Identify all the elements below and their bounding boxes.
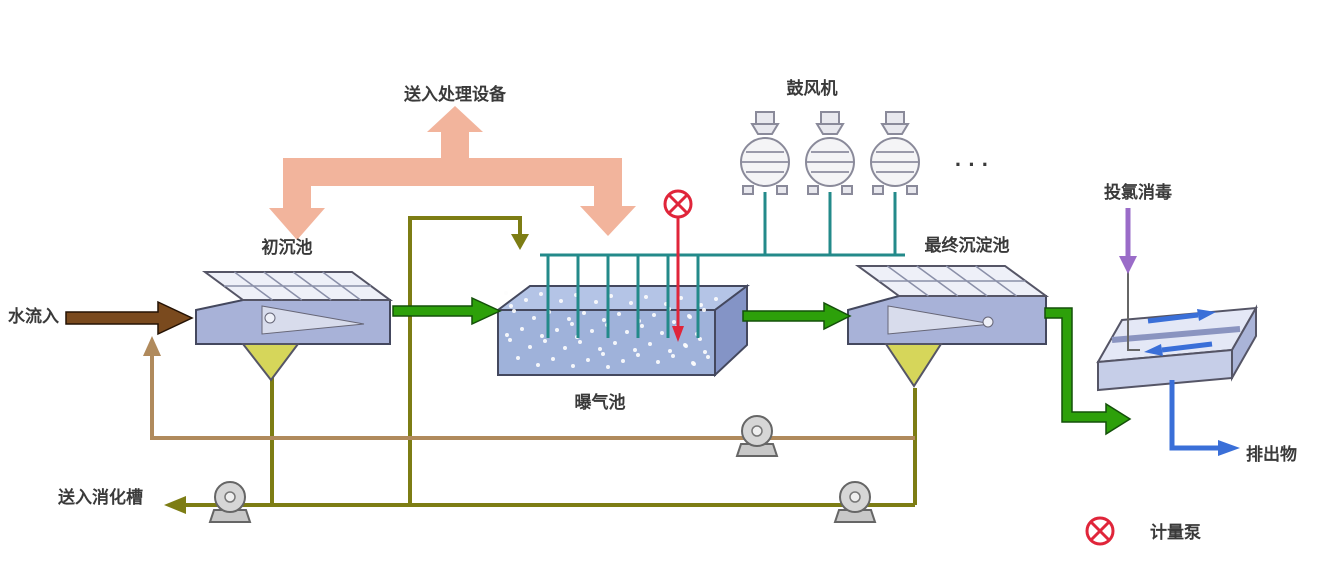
- pumps: [208, 415, 877, 523]
- chlorine-contact-tank: [1096, 272, 1258, 392]
- legend-metering-pump: [1085, 516, 1115, 546]
- influent-arrow: [65, 300, 194, 336]
- primary-scraper-pivot: [264, 312, 276, 324]
- aeration-tank: [495, 284, 750, 378]
- label-inflow: 水流入: [8, 306, 59, 326]
- olive-arrow-into-aeration: [511, 234, 529, 250]
- arrow-final-to-contact: [1044, 307, 1132, 436]
- metering-pump-symbol-top: [663, 189, 693, 219]
- blower-3: [870, 111, 920, 195]
- sludge-lines-olive: [178, 216, 917, 507]
- contact-tank-divider: [1111, 326, 1241, 343]
- aeration-bubbles: [504, 291, 718, 369]
- blower-2: [805, 111, 855, 195]
- flow-arrows-green: [392, 296, 1132, 436]
- olive-arrow-to-digester: [164, 496, 186, 514]
- blowers: [740, 111, 920, 195]
- chlorine-feed-pipe: [1127, 272, 1140, 351]
- arrow-primary-to-aeration: [392, 296, 502, 326]
- label-ellipsis: · · ·: [955, 152, 989, 177]
- chlorination-arrow: [1119, 208, 1137, 274]
- labels: 水流入 初沉池 送入处理设备 鼓风机 · · · 曝气池 最终沉淀池 投氯消毒 …: [8, 78, 1297, 542]
- label-aeration-tank: 曝气池: [575, 392, 626, 412]
- primary-scraper: [261, 305, 365, 335]
- label-to-equipment: 送入处理设备: [404, 84, 507, 104]
- final-scraper: [887, 305, 993, 335]
- return-sludge-line: [150, 352, 915, 440]
- pink-down-arrow-left: [269, 208, 325, 240]
- tan-arrow-to-head: [143, 336, 161, 356]
- metering-feed: [663, 189, 693, 342]
- discharge-arrow: [1169, 380, 1240, 456]
- contact-flow-arrows: [1144, 309, 1216, 356]
- final-scraper-pivot: [982, 316, 994, 328]
- primary-grid-lines: [224, 271, 371, 301]
- label-metering-pump: 计量泵: [1150, 522, 1201, 542]
- pump-excess-sludge: [833, 481, 877, 523]
- label-primary-tank: 初沉池: [262, 237, 313, 257]
- pink-up-arrow-middle: [427, 106, 483, 132]
- metering-pump-symbol-legend: [1085, 516, 1115, 546]
- primary-sedimentation-tank: [195, 271, 394, 382]
- pink-transfer-arrows: [269, 106, 636, 240]
- label-blower: 鼓风机: [787, 78, 838, 98]
- final-sedimentation-tank: [847, 265, 1050, 388]
- label-to-digester: 送入消化槽: [58, 487, 143, 507]
- primary-hopper: [240, 343, 300, 382]
- arrow-aeration-to-final: [742, 301, 852, 331]
- final-hopper: [884, 343, 943, 388]
- label-discharge: 排出物: [1246, 444, 1297, 464]
- final-grid-lines: [878, 265, 1026, 297]
- air-piping: [540, 192, 905, 338]
- pump-digester: [208, 481, 252, 523]
- label-final-tank: 最终沉淀池: [925, 235, 1010, 255]
- label-chlorination: 投氯消毒: [1104, 182, 1172, 202]
- blower-1: [740, 111, 790, 195]
- pump-return-sludge: [735, 415, 779, 457]
- pink-down-arrow-right: [580, 206, 636, 236]
